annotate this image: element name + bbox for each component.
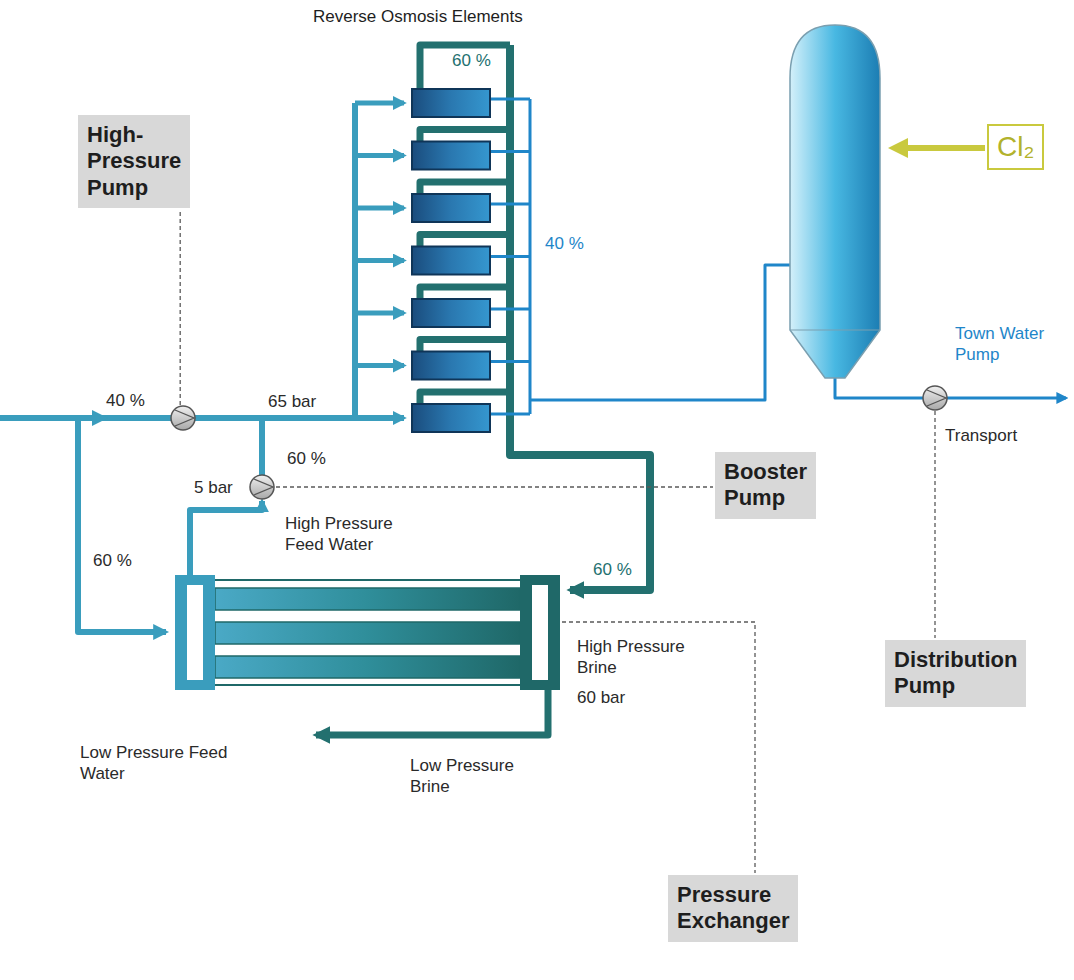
dosing-arrowhead [888,138,908,158]
flow-label: 40 % [545,233,605,254]
membrane-element [412,142,490,170]
town-water-pipe [835,378,1066,398]
flow-label: Reverse Osmosis Elements [313,6,573,27]
membrane-element [412,247,490,275]
pump-symbol [171,406,195,430]
flow-label: Transport [945,425,1045,446]
low-pressure-brine-pipe [316,690,548,735]
permeate-pipe [490,308,530,311]
permeate-pipe [490,413,530,416]
chemical-dosing-box: Cl₂ [987,124,1044,170]
component-label: Pressure Exchanger [668,875,798,942]
membrane-element [412,299,490,327]
leader-line [276,486,713,487]
membrane-element [412,404,490,432]
flow-label: 60 % [287,448,347,469]
brine-pipe [420,287,510,299]
component-label: High-Pressure Pump [78,115,190,208]
node-text: Distribution Pump [894,647,1017,700]
leader-line [180,210,181,405]
membrane-element [412,89,490,117]
feed-branch [355,311,404,316]
flow-label: Low Pressure Feed Water [80,742,230,785]
pump-symbol [923,386,947,410]
brine-pipe [420,182,510,194]
flow-label: 40 % [106,390,166,411]
feed-pipe [78,418,166,632]
flow-label: High Pressure Feed Water [285,513,435,556]
flow-label: Low Pressure Brine [410,755,520,798]
flow-label: Town Water Pump [955,323,1065,366]
permeate-pipe [490,98,530,101]
flow-label: 60 bar [577,687,657,708]
feed-branch [355,101,404,106]
feed-branch [355,258,404,263]
permeate-pipe [490,360,530,363]
flow-label: High Pressure Brine [577,636,717,679]
flow-label: 60 % [452,50,512,71]
feed-branch [355,363,404,368]
leader-line [562,622,755,873]
component-label: Booster Pump [715,452,816,519]
pump-symbol [250,475,274,499]
permeate-pipe [529,99,532,414]
permeate-pipe [490,150,530,153]
flow-label: 5 bar [194,477,249,498]
leader-line [934,411,935,638]
storage-tank [790,25,880,378]
permeate-pipe [490,203,530,206]
node-text: Booster Pump [724,459,807,512]
flow-label: 65 bar [268,391,338,412]
component-label: Distribution Pump [885,640,1026,707]
membrane-element [412,352,490,380]
tank-seam [790,330,880,331]
permeate-pipe [490,255,530,258]
node-text: High-Pressure Pump [87,122,181,201]
dosing-arrow [905,145,985,151]
brine-pipe [510,45,650,590]
feed-pipe [190,501,262,575]
brine-pipe [420,130,510,142]
brine-pipe [420,235,510,247]
pressure-exchanger-symbol [175,575,560,690]
feed-pipe [0,415,404,421]
node-text: Cl₂ [997,130,1034,164]
membrane-element [412,194,490,222]
feed-branch [355,206,404,211]
flow-arrow [92,410,108,426]
brine-pipe [420,340,510,352]
brine-pipe [420,392,510,404]
feed-branch [355,153,404,158]
flow-label: 60 % [593,559,648,580]
flow-label: 60 % [93,550,153,571]
node-text: Pressure Exchanger [677,882,789,935]
permeate-pipe [530,265,792,400]
feed-pipe [259,421,265,475]
